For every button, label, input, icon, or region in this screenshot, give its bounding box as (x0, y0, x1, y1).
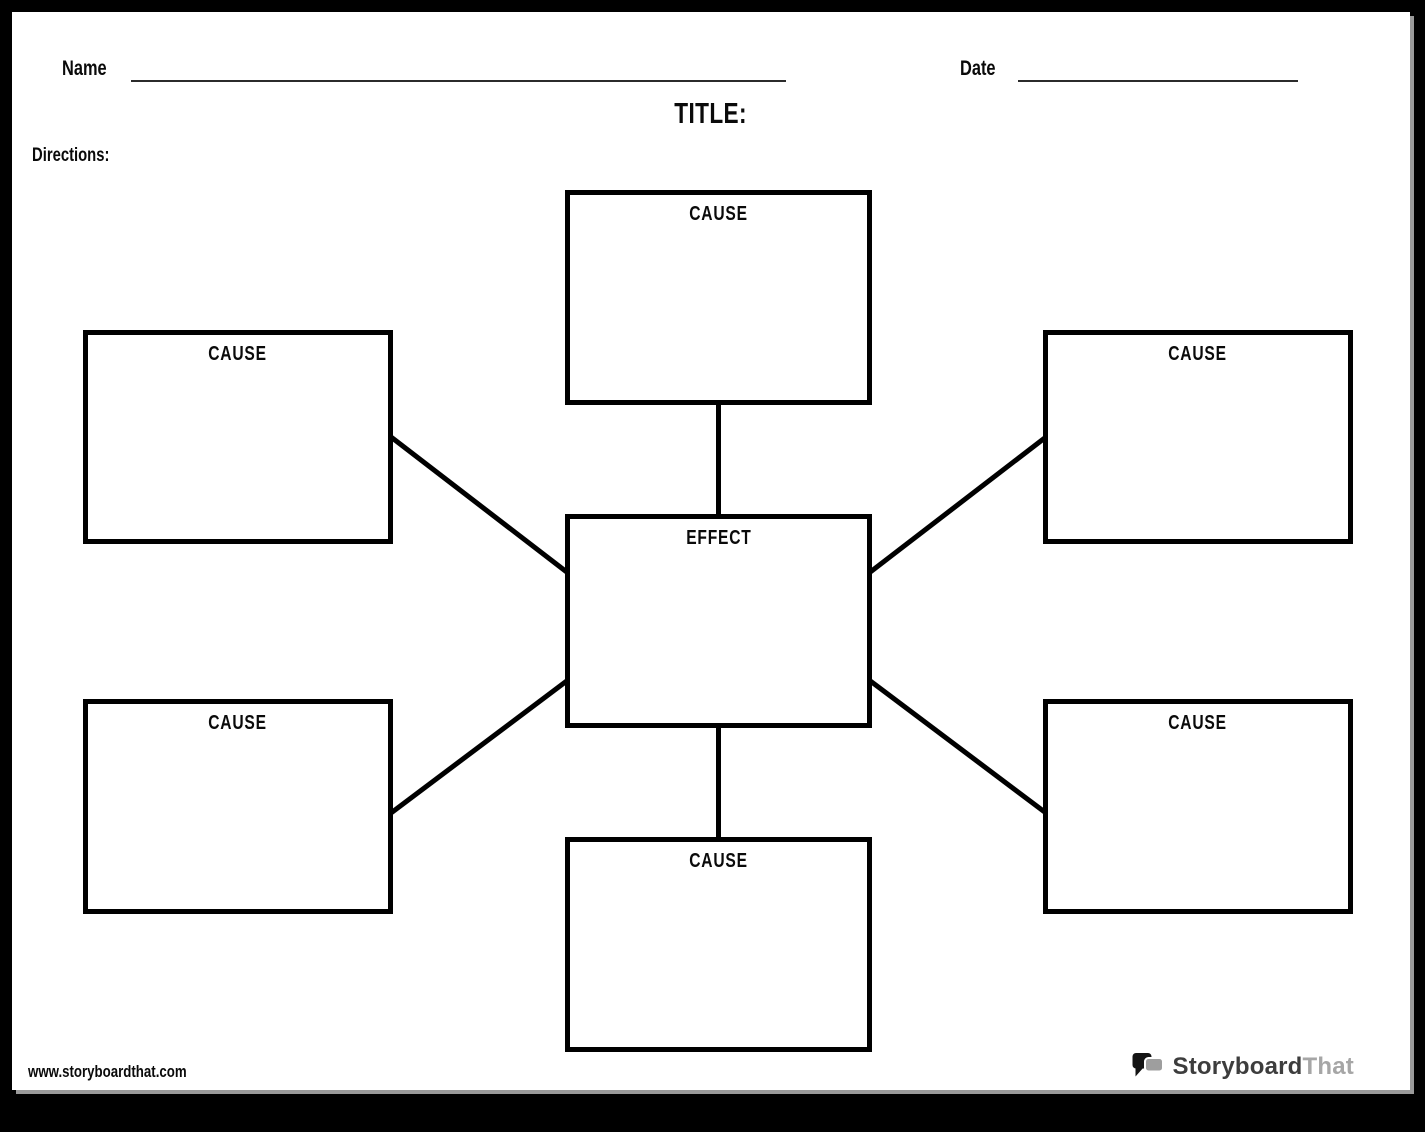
cause-box-write-area[interactable] (88, 744, 388, 909)
cause-box-write-area[interactable] (88, 375, 388, 539)
speech-bubbles-icon (1132, 1053, 1164, 1077)
date-field-row: Date (960, 56, 1298, 82)
connector-lower-left-diagonal (389, 678, 570, 815)
connector-upper-left-diagonal (389, 435, 570, 575)
directions-label: Directions: (32, 145, 110, 166)
cause-box-top-center[interactable]: CAUSE (565, 190, 872, 405)
effect-box-write-area[interactable] (570, 559, 867, 723)
cause-box-upper-right[interactable]: CAUSE (1043, 330, 1353, 544)
cause-box-upper-left[interactable]: CAUSE (83, 330, 393, 544)
cause-box-label: CAUSE (208, 712, 268, 734)
page-title: TITLE: (674, 98, 748, 130)
cause-box-label: CAUSE (689, 203, 748, 225)
effect-box-label: EFFECT (685, 527, 752, 549)
cause-box-label: CAUSE (689, 850, 748, 872)
cause-box-write-area[interactable] (570, 882, 867, 1047)
effect-box[interactable]: EFFECT (565, 514, 872, 728)
logo-text: StoryboardThat (1173, 1053, 1354, 1081)
cause-box-lower-left[interactable]: CAUSE (83, 699, 393, 914)
date-label: Date (960, 57, 996, 80)
storyboardthat-logo: StoryboardThat (1132, 1052, 1354, 1082)
connector-upper-right-diagonal (867, 435, 1048, 575)
logo-text-primary: Storyboard (1172, 1053, 1303, 1080)
worksheet-page: Name Date TITLE: Directions: CAUSE CAUSE… (12, 12, 1410, 1090)
website-url: www.storyboardthat.com (28, 1062, 187, 1081)
cause-box-lower-right[interactable]: CAUSE (1043, 699, 1353, 914)
cause-box-label: CAUSE (1168, 343, 1228, 365)
name-field-row: Name (62, 56, 787, 82)
cause-box-write-area[interactable] (1048, 375, 1348, 539)
cause-box-write-area[interactable] (1048, 744, 1348, 909)
connector-lower-right-diagonal (867, 678, 1048, 815)
cause-box-label: CAUSE (208, 343, 268, 365)
cause-box-label: CAUSE (1168, 712, 1228, 734)
cause-box-write-area[interactable] (570, 235, 867, 400)
cause-box-bottom-center[interactable]: CAUSE (565, 837, 872, 1052)
name-input-line[interactable] (131, 56, 787, 82)
date-input-line[interactable] (1017, 56, 1298, 82)
logo-text-secondary: That (1302, 1053, 1354, 1080)
name-label: Name (62, 57, 107, 80)
